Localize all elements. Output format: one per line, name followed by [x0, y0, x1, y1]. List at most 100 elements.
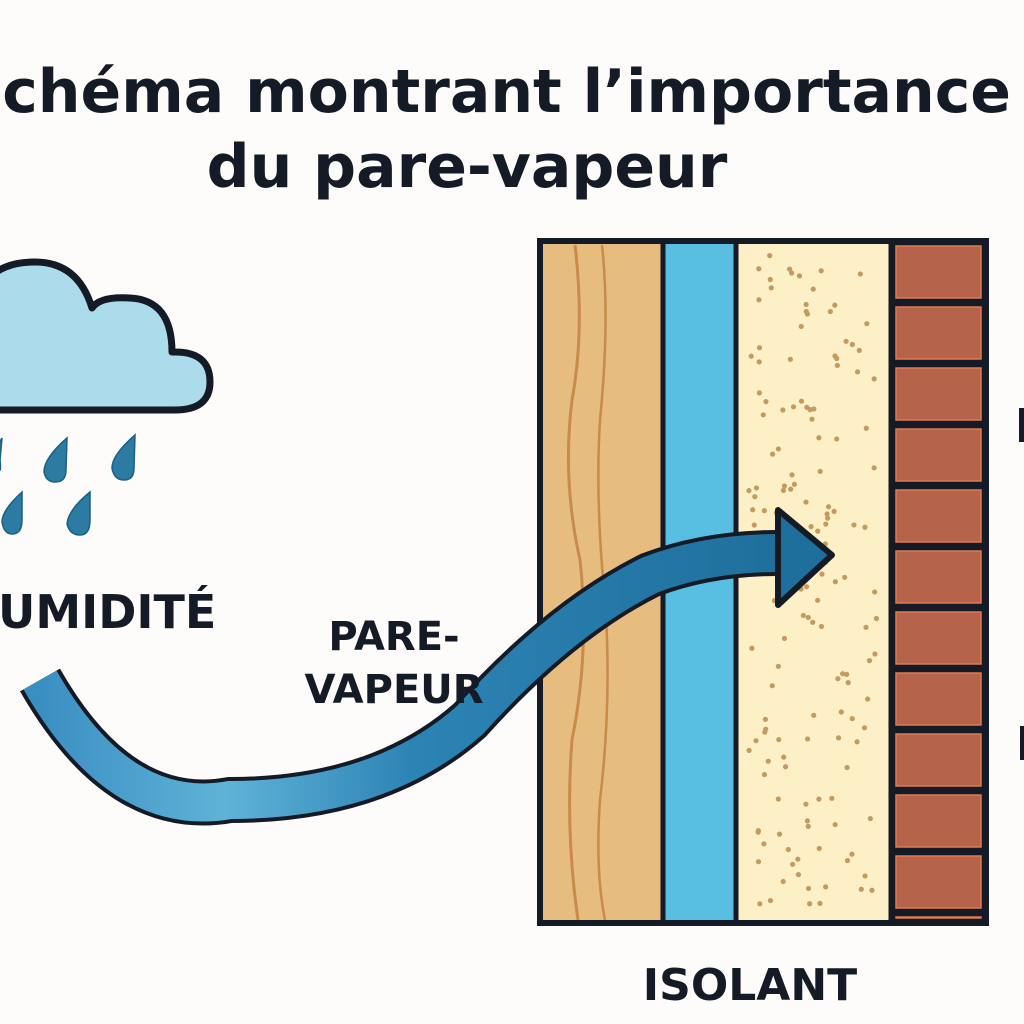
insulation-dot: [840, 671, 846, 677]
humidity-label: UMIDITÉ: [0, 585, 216, 639]
insulation-dot: [790, 404, 797, 410]
insulation-dot: [769, 451, 776, 457]
insulation-dot: [767, 252, 773, 259]
insulation-dot: [804, 736, 811, 742]
insulation-dot: [805, 885, 812, 892]
insulation-dot: [819, 571, 825, 577]
insulation-dot: [751, 522, 757, 528]
insulation-dot: [755, 859, 762, 865]
insulation-dot: [816, 796, 822, 802]
insulation-dot: [818, 623, 825, 630]
insulation-dot: [803, 499, 809, 505]
insulation-dot: [835, 676, 841, 682]
insulation-dot: [803, 301, 809, 308]
insulation-dot: [869, 887, 875, 893]
insulation-dot: [749, 645, 755, 651]
insulation-dot: [832, 579, 838, 585]
title-line-2: du pare-vapeur: [207, 132, 728, 202]
insulation-dot: [746, 488, 752, 494]
insulation-dot: [865, 696, 871, 702]
insulation-dot: [787, 356, 793, 362]
cloud-icon: [0, 258, 214, 414]
insulation-dot: [854, 369, 861, 375]
insulation-dot: [805, 823, 811, 829]
insulation-dot: [832, 353, 838, 359]
clipped-label-fragment: [1019, 408, 1024, 442]
insulation-dot: [832, 302, 838, 308]
insulation-dot: [824, 515, 831, 521]
insulation-dot: [810, 286, 816, 292]
brick: [895, 855, 982, 909]
insulation-dot: [815, 528, 821, 534]
insulation-dot: [756, 359, 762, 365]
insulation-dot: [872, 589, 878, 595]
insulation-dot: [807, 901, 813, 907]
insulation-dot: [788, 486, 794, 492]
insulation-dot: [775, 446, 782, 452]
insulation-dot: [854, 739, 860, 745]
insulation-dot: [767, 897, 774, 904]
brick: [895, 733, 982, 787]
insulation-dot: [755, 829, 761, 835]
brick: [895, 367, 982, 421]
brick: [895, 611, 982, 665]
insulation-dot: [863, 624, 869, 630]
rain-drops-icon: [0, 433, 136, 536]
insulation-dot: [761, 841, 767, 847]
brick: [895, 672, 982, 726]
insulation-dot: [746, 747, 752, 753]
insulation-dot: [791, 481, 798, 487]
insulation-dot: [753, 738, 759, 744]
insulation-dot: [811, 712, 817, 718]
insulation-dot: [780, 487, 786, 494]
title-line-1: Schéma montrant l’importance: [0, 57, 1011, 127]
insulation-dot: [769, 683, 775, 689]
insulation-dot: [762, 716, 769, 722]
insulation-dot: [844, 764, 850, 771]
insulation-dot: [804, 818, 810, 824]
insulation-dot: [752, 494, 758, 500]
insulation-dot: [873, 615, 880, 622]
insulation-dot: [844, 857, 851, 864]
insulation-dot: [815, 597, 821, 603]
insulation-dot: [816, 435, 822, 441]
insulation-dot: [763, 399, 769, 405]
insulation-dot: [845, 680, 851, 686]
insulation-dot: [776, 737, 782, 743]
insulation-dot: [798, 398, 805, 404]
insulation-dot: [871, 376, 877, 382]
insulation-dot: [765, 758, 771, 764]
insulation-dot: [786, 266, 793, 272]
insulation-dot: [803, 801, 809, 807]
insulation-dot: [780, 407, 786, 413]
insulation-dot: [756, 390, 762, 396]
insulation-dot: [763, 726, 769, 732]
insulation-dot: [757, 901, 763, 907]
insulation-dot: [810, 619, 816, 625]
insulation-dot: [867, 815, 873, 822]
insulation-dot: [829, 795, 835, 801]
insulation-dot: [851, 522, 857, 528]
insulation-dot: [832, 821, 838, 828]
insulation-dot: [849, 851, 855, 857]
insulation-dot: [849, 715, 855, 722]
insulation-dot: [864, 321, 870, 327]
insulation-dot: [756, 266, 762, 272]
insulation-dot: [761, 771, 768, 778]
insulation-dot: [803, 308, 809, 315]
insulation-dot: [803, 584, 810, 590]
brick: [895, 550, 982, 604]
insulation-dot: [780, 878, 786, 885]
vapor-barrier-label-line-1: PARE-: [328, 614, 459, 660]
insulation-dot: [818, 268, 824, 274]
insulation-dot: [789, 472, 795, 478]
insulation-dot: [844, 671, 850, 677]
insulation-dot: [761, 508, 767, 514]
insulation-dot: [849, 341, 855, 348]
insulation-dot: [796, 273, 803, 279]
brick: [895, 306, 982, 360]
insulation-dot: [781, 635, 788, 642]
insulation-dot: [808, 524, 814, 530]
moisture-flow-arrow: [20, 507, 835, 826]
